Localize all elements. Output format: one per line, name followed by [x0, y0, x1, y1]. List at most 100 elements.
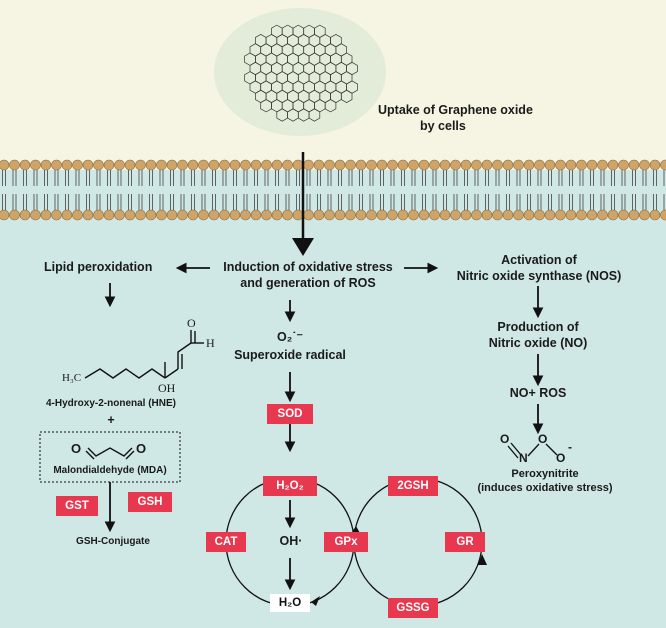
lipid-tail [359, 194, 363, 210]
lipid-head [313, 159, 325, 171]
lipid-tail [600, 170, 605, 186]
lipid-head [240, 209, 251, 221]
lipid-tail [348, 170, 353, 186]
lipid-tail [485, 170, 489, 186]
lipid-head [177, 209, 188, 221]
lipid-head [303, 159, 314, 171]
2gsh-badge: 2GSH [388, 476, 438, 496]
lipid-head [145, 159, 157, 171]
lipid-head [366, 159, 377, 171]
lipid-head [187, 209, 199, 221]
conjugate-label: GSH-Conjugate [76, 536, 150, 547]
mda-structure [85, 447, 135, 460]
lipid-tail [600, 194, 605, 210]
lipid-tail [464, 170, 468, 186]
lipid-tail [401, 194, 405, 210]
lipid-tail [537, 194, 542, 210]
lipid-head [565, 209, 577, 221]
graphene-oxide-blob [214, 8, 386, 136]
lipid-tail [380, 170, 384, 186]
lipid-tail [222, 194, 227, 210]
lipid-head [649, 209, 661, 221]
lipid-tail [306, 170, 311, 186]
lipid-tail [632, 170, 636, 186]
lipid-tail [390, 170, 395, 186]
superoxide-label: Superoxide radical [234, 348, 346, 362]
lipid-tail [495, 170, 500, 186]
lipid-tail [275, 170, 279, 186]
lipid-head [334, 159, 346, 171]
lipid-tail [33, 194, 38, 210]
lipid-tail [485, 194, 489, 210]
lipid-tail [432, 170, 437, 186]
lipid-tail [75, 194, 80, 210]
lipid-head [334, 209, 346, 221]
peroxynitrite-label: Peroxynitrite (induces oxidative stress) [470, 468, 620, 496]
lipid-head [397, 159, 409, 171]
peroxynitrite-charge: - [568, 440, 572, 454]
lipid-tail [632, 194, 636, 210]
lipid-head [523, 209, 535, 221]
peroxynitrite-o1: O [500, 432, 510, 446]
nos-label-line1: Activation of [501, 253, 577, 267]
hne-oh-group: OH [158, 381, 176, 395]
lipid-tail [327, 194, 332, 210]
lipid-head [9, 159, 20, 171]
lipid-tail [338, 170, 342, 186]
nos-label: Activation of Nitric oxide synthase (NOS… [444, 253, 634, 284]
no-label: Production of Nitric oxide (NO) [468, 320, 608, 351]
lipid-head [523, 159, 535, 171]
lipid-tail [516, 170, 521, 186]
lipid-tail [65, 170, 69, 186]
lipid-tail [474, 170, 479, 186]
lipid-head [502, 159, 514, 171]
lipid-tail [642, 170, 647, 186]
lipid-tail [579, 194, 584, 210]
hne-label: 4-Hydroxy-2-nonenal (HNE) [45, 398, 176, 409]
lipid-tail [243, 194, 248, 210]
lipid-head [408, 159, 419, 171]
mda-label: Malondialdehyde (MDA) [53, 465, 167, 476]
lipid-tail [453, 194, 458, 210]
lipid-tail [653, 170, 657, 186]
lipid-tail [537, 170, 542, 186]
lipid-head [166, 209, 178, 221]
lipid-tail [663, 194, 665, 210]
lipid-head [345, 209, 356, 221]
peroxynitrite-n: N [519, 451, 528, 465]
lipid-head [292, 209, 304, 221]
lipid-head [9, 209, 20, 221]
sod-badge: SOD [267, 404, 313, 424]
lipid-head [145, 209, 157, 221]
graphene-hexagon [340, 89, 353, 104]
superoxide-formula: O₂˙⁻ [276, 330, 304, 344]
lipid-head [576, 159, 587, 171]
gst-badge: GST [56, 496, 98, 516]
lipid-head [250, 159, 262, 171]
lipid-tail [222, 170, 227, 186]
lipid-head [250, 209, 262, 221]
lipid-tail [621, 194, 626, 210]
lipid-tail [453, 170, 458, 186]
lipid-tail [254, 194, 258, 210]
lipid-head [366, 209, 377, 221]
graphene-oxide-sheet [244, 24, 358, 122]
oh-radical-label: OH· [279, 534, 303, 548]
lipid-tail [86, 170, 90, 186]
lipid-head [198, 159, 209, 171]
lipid-head [135, 209, 146, 221]
lipid-head [187, 159, 199, 171]
lipid-tail [590, 170, 594, 186]
lipid-tail [422, 170, 426, 186]
lipid-tail [317, 170, 321, 186]
lipid-head [418, 159, 430, 171]
lipid-head [607, 209, 619, 221]
stress-label: Induction of oxidative stress and genera… [212, 260, 404, 291]
lipid-tail [54, 170, 59, 186]
lipid-tail [348, 194, 353, 210]
lipid-head [660, 159, 666, 171]
lipid-tail [54, 194, 59, 210]
peroxynitrite-o2: O [538, 432, 548, 446]
